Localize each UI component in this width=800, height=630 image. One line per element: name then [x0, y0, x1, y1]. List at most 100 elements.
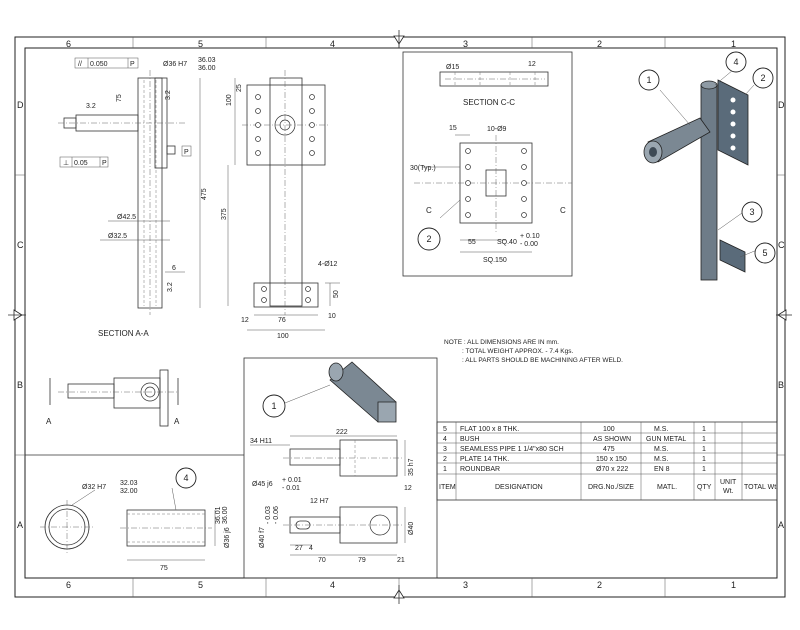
cc-sq40-lower: - 0.00: [520, 241, 538, 248]
bom-row-item: 3: [443, 446, 447, 453]
zone-col-top-4: 4: [330, 39, 335, 49]
bom-header-item: ITEM: [439, 484, 456, 491]
bush-bore: Ø32 H7: [82, 484, 106, 491]
rb-d45-lower: - 0.01: [282, 485, 300, 492]
iso-leader-4: [714, 69, 734, 86]
zone-col-top-3: 3: [463, 39, 468, 49]
bush-len: 75: [160, 565, 168, 572]
rb-d79: 79: [358, 557, 366, 564]
zone-col-bottom-4: 4: [330, 580, 335, 590]
iso-leader-5: [739, 249, 758, 258]
bom-header-unit-wt: Wt.: [723, 488, 734, 495]
bom-header-qty: QTY: [697, 484, 712, 491]
datum-p-label: P: [184, 149, 189, 156]
zone-col-bottom-1: 1: [731, 580, 736, 590]
side-d10: 10: [328, 313, 336, 320]
bom-row-qty: 1: [702, 456, 706, 463]
roughness-1: 3.2: [86, 103, 96, 110]
section-a-a-title: SECTION A-A: [98, 329, 149, 338]
cc-balloon-label: 2: [426, 234, 431, 244]
cc-sq40-upper: + 0.10: [520, 233, 540, 240]
centring-marks: [8, 30, 792, 604]
bom-header-matl: MATL.: [657, 484, 677, 491]
zone-col-top-5: 5: [198, 39, 203, 49]
side-b-cut-left: A: [46, 417, 52, 426]
parallel-tolerance: 0.050: [90, 61, 108, 68]
rb-d27: 27: [295, 545, 303, 552]
rb-d35: 35 h7: [408, 458, 415, 476]
bush-outer-upper: 36.01: [215, 506, 222, 524]
bom-rows: 5 FLAT 100 x 8 THK. 100 M.S. 1 4 BUSH AS…: [443, 426, 706, 473]
bom-row: 5 FLAT 100 x 8 THK. 100 M.S. 1: [443, 426, 706, 433]
rb-d21: 21: [397, 557, 405, 564]
side-d100b: 100: [277, 333, 289, 340]
bom-header-designation: DESIGNATION: [495, 484, 543, 491]
iso-balloon-3: [741, 201, 763, 223]
bore-dimension: Ø36 H7: [163, 61, 187, 68]
dia-32-5-dimension: Ø32.5: [108, 233, 127, 240]
rb-d40: Ø40 f7: [259, 527, 266, 548]
side-d375: 375: [221, 208, 228, 220]
perp-tolerance: 0.05: [74, 160, 88, 167]
rb-d40b: Ø40: [408, 522, 415, 535]
side-b-view: [49, 369, 179, 427]
iso-balloon-3-label: 3: [749, 207, 754, 217]
bom-row: 4 BUSH AS SHOWN GUN METAL 1: [443, 436, 706, 443]
rb-d70: 70: [318, 557, 326, 564]
rb-d40-upper: - 0.03: [265, 506, 272, 524]
cc-typ: 30(Typ.): [410, 165, 436, 172]
zone-ticks: [15, 37, 785, 597]
zone-row-left-a: A: [17, 520, 23, 530]
isometric-assembly-view: [643, 79, 749, 281]
cc-sq150: SQ.150: [483, 257, 507, 264]
bush-outer: Ø36 j6: [224, 527, 231, 548]
iso-balloon-5-label: 5: [762, 248, 767, 258]
bom-row-drg: AS SHOWN: [593, 436, 631, 443]
cc-dia15: Ø15: [446, 64, 459, 71]
iso-balloon-5: [754, 242, 776, 264]
roundbar-iso: [328, 361, 397, 423]
side-view: [242, 70, 330, 315]
zone-row-right-d: D: [778, 100, 785, 110]
bom-row-matl: GUN METAL: [646, 436, 686, 443]
side-d12: 12: [241, 317, 249, 324]
iso-balloon-4-label: 4: [733, 57, 738, 67]
zone-row-right-a: A: [778, 520, 784, 530]
zone-row-right-c: C: [778, 240, 785, 250]
bom-header-drg: DRG.No./SIZE: [588, 484, 634, 491]
rb-d4: 4: [309, 545, 313, 552]
roundbar-leader: [284, 384, 331, 404]
parallel-datum: P: [130, 61, 135, 68]
zone-col-top-6: 6: [66, 39, 71, 49]
bom-row-designation: PLATE 14 THK.: [460, 456, 509, 463]
zone-col-bottom-2: 2: [597, 580, 602, 590]
bom-row-qty: 1: [702, 426, 706, 433]
iso-balloon-2-label: 2: [760, 73, 765, 83]
bom-row-item: 5: [443, 426, 447, 433]
rb-d12h7: 12 H7: [310, 498, 329, 505]
rb-d12: 12: [404, 485, 412, 492]
section-c-c-top-view: [439, 71, 549, 87]
bom-row-matl: M.S.: [654, 456, 668, 463]
side-b-cut-right: A: [174, 417, 180, 426]
bom-row-drg: 475: [603, 446, 615, 453]
dia-42-5-dimension: Ø42.5: [117, 214, 136, 221]
cc-holes: 10-Ø9: [487, 126, 507, 133]
rb-d34: 34 H11: [250, 438, 272, 445]
section-a-a-fcf-perp: [59, 156, 109, 168]
perp-datum: P: [102, 160, 107, 167]
iso-leader-1: [659, 89, 691, 126]
section-c-c-plate: [414, 135, 572, 232]
datum-p-box: [181, 145, 192, 157]
zone-row-left-d: D: [17, 100, 24, 110]
roundbar-bottom-view: [283, 506, 404, 544]
bom-row-item: 1: [443, 466, 447, 473]
section-c-c-title: SECTION C-C: [463, 98, 515, 107]
roundbar-balloon: [262, 394, 286, 418]
roughness-2: 3.2: [165, 90, 172, 100]
bom-row-item: 2: [443, 456, 447, 463]
note-line-1: NOTE : ALL DIMENSIONS ARE IN mm.: [444, 339, 559, 346]
section-a-a-dim-lines: [100, 78, 201, 308]
side-d25: 25: [236, 84, 243, 92]
zone-col-bottom-5: 5: [198, 580, 203, 590]
